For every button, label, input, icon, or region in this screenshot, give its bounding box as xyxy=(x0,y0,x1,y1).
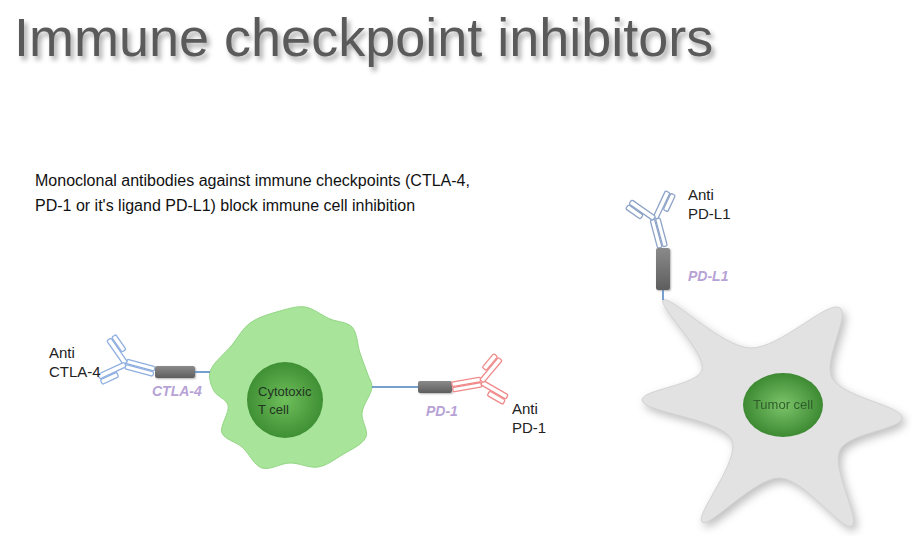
description-text: Monoclonal antibodies against immune che… xyxy=(35,168,475,218)
tumor-cell: Tumor cell xyxy=(640,300,905,530)
cell-nucleus xyxy=(743,373,823,437)
antibody-shape xyxy=(620,184,690,254)
cell-membrane xyxy=(210,307,372,469)
antibody-chain xyxy=(112,335,126,353)
connector-line xyxy=(195,371,210,373)
antibody-symbol: Anti CTLA-4 xyxy=(91,329,161,399)
receptor-label: PD-1 xyxy=(426,403,458,419)
cell-outline xyxy=(640,300,905,530)
t-cell: Cytotoxic T cell xyxy=(210,305,372,470)
antibody-chain xyxy=(487,391,505,404)
receptor-label: PD-L1 xyxy=(688,268,728,284)
antibody-symbol: Anti PD-L1 xyxy=(620,184,690,254)
connector-line xyxy=(662,290,664,300)
receptor-bar: PD-L1 xyxy=(656,248,670,290)
antibody-shape xyxy=(446,347,516,417)
antibody-chain xyxy=(482,354,497,371)
cell-membrane xyxy=(642,300,902,527)
antibody-label: Anti CTLA-4 xyxy=(49,343,101,381)
cell-label: Cytotoxic T cell xyxy=(258,383,322,419)
antibody-shape xyxy=(91,329,161,399)
receptor-bar: CTLA-4 xyxy=(155,366,195,378)
cell-label: Tumor cell xyxy=(743,397,823,412)
antibody-label: Anti PD-1 xyxy=(512,399,564,437)
antibody-chain xyxy=(655,218,667,247)
connector-line xyxy=(372,386,418,388)
antibody-chain xyxy=(453,382,482,391)
cell-nucleus xyxy=(247,362,323,438)
antibody-chain xyxy=(663,193,675,211)
antibody-symbol: Anti PD-1 xyxy=(446,347,516,417)
receptor-label: CTLA-4 xyxy=(152,383,202,399)
antibody-label: Anti PD-L1 xyxy=(688,185,740,223)
slide-title: Immune checkpoint inhibitors xyxy=(14,6,713,68)
antibody-chain xyxy=(126,359,155,371)
antibody-chain xyxy=(626,205,644,219)
antibody-chain xyxy=(100,372,118,384)
receptor-bar: PD-1 xyxy=(418,381,452,393)
